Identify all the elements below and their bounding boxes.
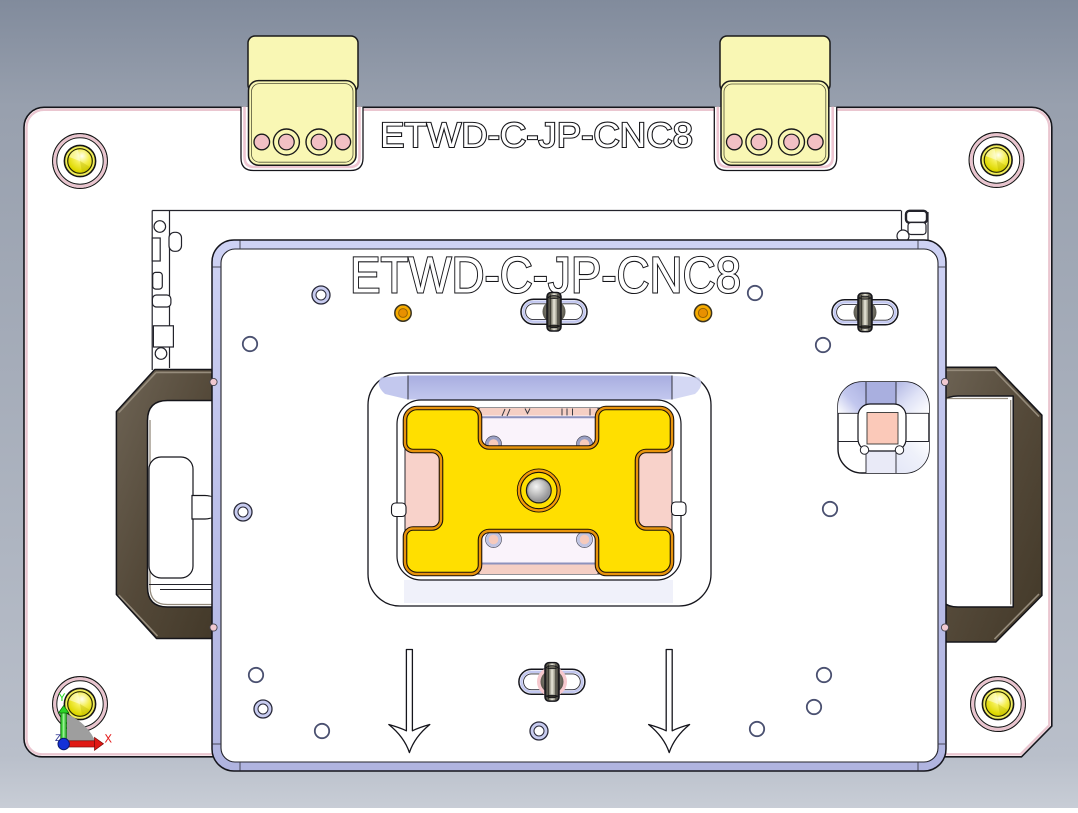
svg-text:ETWD-C-JP-CNC8: ETWD-C-JP-CNC8 [350,247,741,304]
svg-text:Z: Z [55,734,61,745]
svg-text:X: X [105,733,113,747]
svg-text:Y: Y [59,692,66,705]
svg-text:ETWD-C-JP-CNC8: ETWD-C-JP-CNC8 [380,116,693,155]
